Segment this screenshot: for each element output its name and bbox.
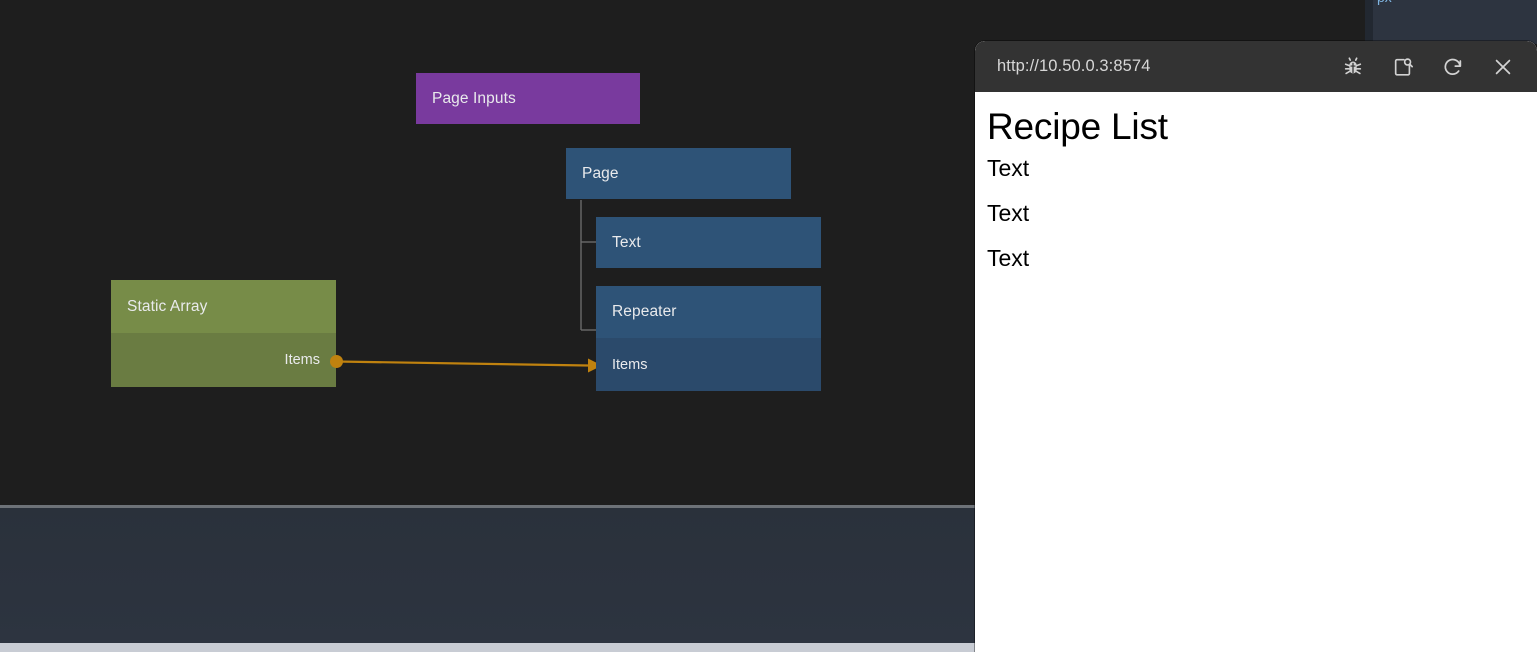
browser-toolbar: http://10.50.0.3:8574 [975,41,1537,92]
node-page[interactable]: Page [566,148,791,199]
list-item: Text [987,199,1030,226]
url-label[interactable]: http://10.50.0.3:8574 [997,57,1151,75]
page-title: Recipe List [987,106,1168,147]
close-icon[interactable] [1491,55,1515,79]
panel-divider[interactable] [0,505,1537,508]
node-repeater[interactable]: Repeater Items [596,286,821,391]
editor-panel-peek[interactable]: px [1365,0,1537,44]
editor-gutter [1365,0,1373,44]
inspect-element-icon[interactable] [1391,55,1415,79]
node-repeater-port-items[interactable]: Items [596,338,821,391]
node-page-title: Page [566,148,791,199]
reload-icon[interactable] [1441,55,1465,79]
node-static-array[interactable]: Static Array Items [111,280,336,387]
node-text-title: Text [596,217,821,268]
node-page-inputs-title: Page Inputs [416,73,640,124]
browser-page-content: Recipe List Text Text Text [975,92,1537,652]
debug-bug-icon[interactable] [1341,55,1365,79]
browser-toolbar-actions [1341,55,1537,79]
editor-peek-label: px [1377,0,1392,5]
bottom-status-strip [0,643,1537,652]
node-repeater-title: Repeater [596,286,821,338]
node-static-array-title: Static Array [111,280,336,333]
list-item: Text [987,244,1030,271]
node-static-array-port-items[interactable]: Items [111,333,336,387]
list-item: Text [987,154,1030,181]
browser-preview-popup[interactable]: http://10.50.0.3:8574 [975,41,1537,652]
node-text[interactable]: Text [596,217,821,268]
edge-static-array-to-repeater [336,360,589,367]
output-port-items-dot[interactable] [330,355,343,368]
node-page-inputs[interactable]: Page Inputs [416,73,640,124]
